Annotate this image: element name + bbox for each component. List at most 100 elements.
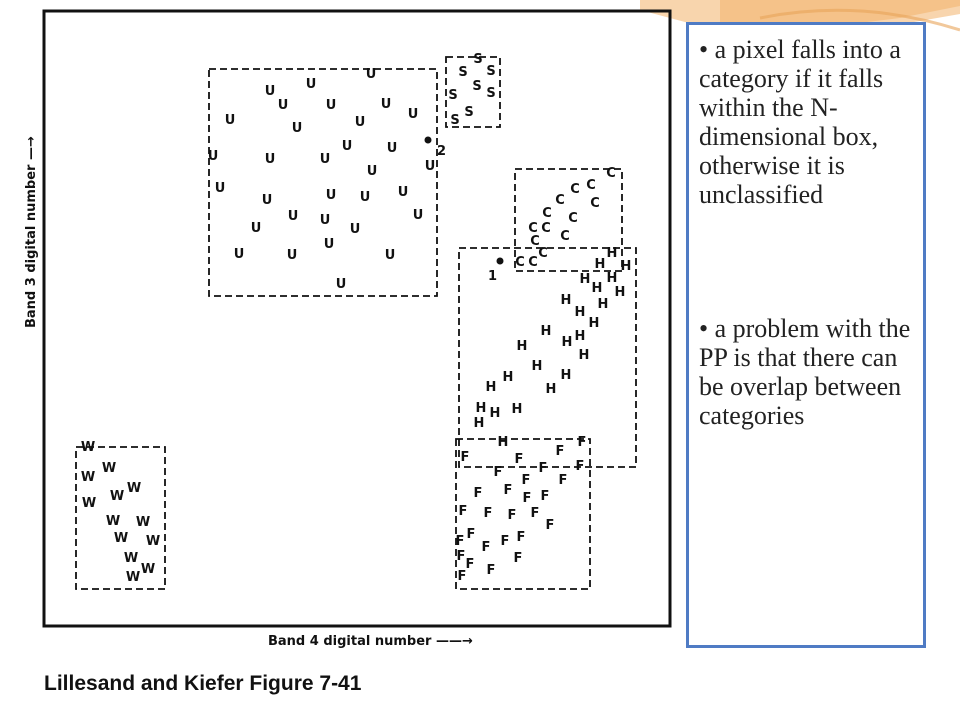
point-f: F <box>515 452 524 467</box>
marked-pixel-1-label: 1 <box>488 269 497 284</box>
point-s: S <box>450 113 459 128</box>
point-u: U <box>320 152 331 167</box>
point-c: C <box>590 196 600 211</box>
y-axis-label: Band 3 digital number —→ <box>24 136 39 328</box>
point-f: F <box>474 486 483 501</box>
point-u: U <box>265 152 276 167</box>
point-h: H <box>592 281 603 296</box>
point-f: F <box>531 506 540 521</box>
f-box <box>455 438 591 590</box>
point-c: C <box>555 193 565 208</box>
point-h: H <box>607 246 618 261</box>
point-u: U <box>208 149 219 164</box>
point-w: W <box>81 440 95 455</box>
point-u: U <box>336 277 347 292</box>
point-u: U <box>385 248 396 263</box>
point-u: U <box>324 237 335 252</box>
point-f: F <box>456 534 465 549</box>
point-f: F <box>517 530 526 545</box>
point-c: C <box>606 166 616 181</box>
point-h: H <box>579 348 590 363</box>
point-c: C <box>542 206 552 221</box>
point-h: H <box>575 305 586 320</box>
point-u: U <box>288 209 299 224</box>
point-c: C <box>515 255 525 270</box>
point-u: U <box>408 107 419 122</box>
notes-panel: • a pixel falls into a category if it fa… <box>686 22 926 648</box>
point-f: F <box>559 473 568 488</box>
point-u: U <box>265 84 276 99</box>
point-u: U <box>381 97 392 112</box>
point-h: H <box>589 316 600 331</box>
point-c: C <box>560 229 570 244</box>
point-w: W <box>102 461 116 476</box>
point-f: F <box>539 461 548 476</box>
point-f: F <box>494 465 503 480</box>
point-c: C <box>541 221 551 236</box>
point-u: U <box>225 113 236 128</box>
marked-pixel-1-dot <box>496 257 504 265</box>
point-h: H <box>598 297 609 312</box>
u-box <box>208 68 438 297</box>
point-h: H <box>512 402 523 417</box>
point-h: H <box>476 401 487 416</box>
point-u: U <box>251 221 262 236</box>
x-axis-label: Band 4 digital number ——→ <box>268 634 473 649</box>
point-u: U <box>367 164 378 179</box>
point-u: U <box>215 181 226 196</box>
bullet-icon: • <box>699 35 709 64</box>
point-f: F <box>546 518 555 533</box>
point-f: F <box>482 540 491 555</box>
point-u: U <box>413 208 424 223</box>
point-h: H <box>562 335 573 350</box>
point-s: S <box>486 64 495 79</box>
point-h: H <box>490 406 501 421</box>
point-h: H <box>607 271 618 286</box>
point-f: F <box>484 506 493 521</box>
point-f: F <box>459 504 468 519</box>
point-h: H <box>517 339 528 354</box>
point-s: S <box>458 65 467 80</box>
w-box <box>75 446 166 590</box>
point-h: H <box>532 359 543 374</box>
point-u: U <box>287 248 298 263</box>
point-c: C <box>538 246 548 261</box>
c-box <box>514 168 623 272</box>
point-f: F <box>576 459 585 474</box>
point-u: U <box>262 193 273 208</box>
point-h: H <box>498 435 509 450</box>
point-w: W <box>126 570 140 585</box>
point-f: F <box>467 527 476 542</box>
point-s: S <box>486 86 495 101</box>
point-f: F <box>556 444 565 459</box>
point-f: F <box>504 483 513 498</box>
point-f: F <box>458 569 467 584</box>
point-f: F <box>578 435 587 450</box>
bullet-icon: • <box>699 314 709 343</box>
point-w: W <box>114 531 128 546</box>
point-u: U <box>292 121 303 136</box>
point-h: H <box>541 324 552 339</box>
point-f: F <box>508 508 517 523</box>
point-u: U <box>326 98 337 113</box>
plot-frame <box>42 9 672 628</box>
point-u: U <box>278 98 289 113</box>
marked-pixel-2-dot <box>424 136 432 144</box>
point-w: W <box>110 489 124 504</box>
point-f: F <box>522 473 531 488</box>
point-u: U <box>398 185 409 200</box>
point-f: F <box>514 551 523 566</box>
point-c: C <box>586 178 596 193</box>
figure-caption: Lillesand and Kiefer Figure 7-41 <box>44 672 362 695</box>
point-w: W <box>136 515 150 530</box>
point-c: C <box>530 234 540 249</box>
point-f: F <box>457 549 466 564</box>
point-h: H <box>595 257 606 272</box>
h-box <box>458 247 637 468</box>
point-s: S <box>472 79 481 94</box>
marked-pixel-2-label: 2 <box>437 144 446 159</box>
point-w: W <box>124 551 138 566</box>
point-s: S <box>448 88 457 103</box>
point-u: U <box>387 141 398 156</box>
